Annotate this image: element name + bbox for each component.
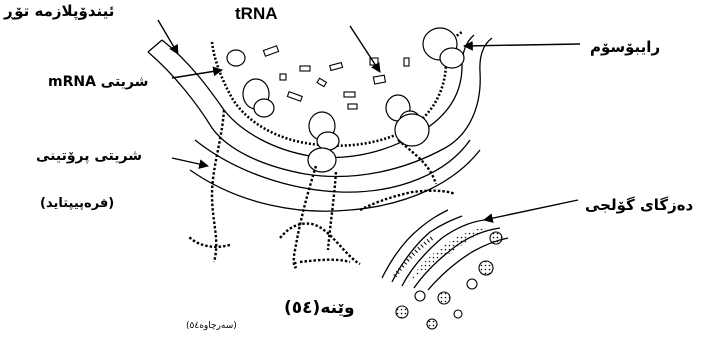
trna-fragment-icon	[404, 58, 409, 66]
ribosome-icon	[227, 50, 245, 66]
label-trna: tRNA	[235, 4, 278, 24]
trna-fragments	[263, 46, 409, 109]
arrow-mrna	[172, 70, 222, 78]
trna-fragment-icon	[280, 74, 286, 80]
arrow-golgi	[484, 200, 578, 220]
label-mrna-strand: شریتی mRNA	[48, 74, 148, 90]
arrow-protein	[172, 158, 208, 166]
vesicle-icon	[490, 232, 502, 244]
vesicle-icon	[479, 261, 493, 275]
source-note: (سەرچاوە٥٤)	[186, 321, 237, 331]
arrow-trna	[350, 26, 380, 72]
trna-fragment-icon	[300, 66, 310, 71]
label-protein-strand: شریتی پرۆتینی	[36, 148, 142, 164]
trna-fragment-icon	[344, 92, 355, 97]
trna-fragment-icon	[330, 63, 343, 71]
label-polypeptide: (فرەپیپتاید)	[40, 196, 114, 211]
vesicle-icon	[438, 292, 450, 304]
trna-fragment-icon	[373, 75, 385, 84]
vesicle-icon	[415, 291, 425, 301]
label-golgi: دەزگای گۆلجی	[585, 196, 693, 214]
ribosome-icon	[243, 79, 274, 117]
ribosomes	[227, 28, 464, 172]
label-ribosome: رایبۆسۆم	[590, 38, 660, 56]
figure-caption: وێنە(٥٤)	[284, 298, 355, 318]
arrow-er	[158, 20, 178, 54]
arrow-ribosome	[464, 44, 580, 46]
label-endoplasmic-reticulum: ئیندۆپلازمە تۆڕ	[4, 2, 114, 20]
trna-fragment-icon	[287, 92, 302, 101]
golgi-apparatus	[382, 210, 508, 290]
vesicle-icon	[467, 279, 477, 289]
vesicle-icon	[396, 306, 408, 318]
vesicle-icon	[427, 319, 437, 329]
trna-fragment-icon	[263, 46, 278, 56]
trna-fragment-icon	[348, 104, 357, 109]
trna-fragment-icon	[317, 78, 326, 86]
pointer-arrows	[158, 20, 580, 220]
vesicle-icon	[454, 310, 462, 318]
ribosome-icon	[308, 148, 336, 172]
